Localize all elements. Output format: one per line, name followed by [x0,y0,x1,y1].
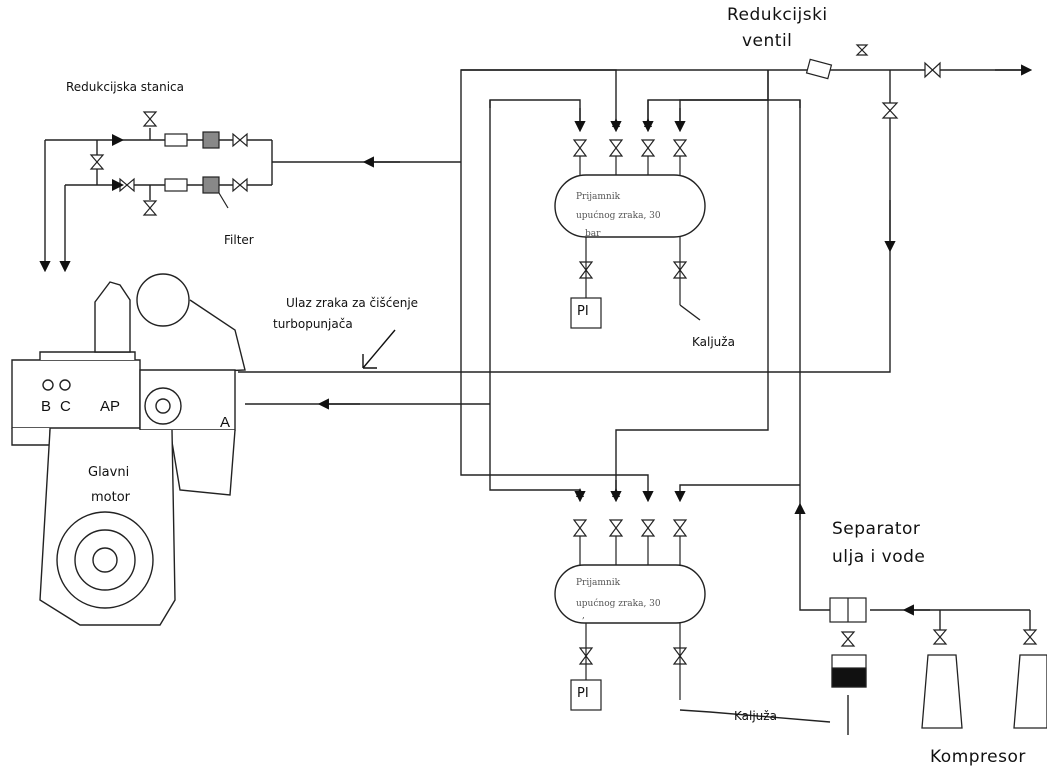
filter-icon [202,176,220,194]
engine-port-ap: AP [100,398,121,415]
cleaning-inlet-label-2: turbopunjača [273,317,353,331]
valve-icon [1022,629,1038,645]
valve-icon [672,139,688,157]
valve-icon [572,519,588,537]
tank-top-label-2: upućnog zraka, 30 [576,211,661,221]
engine-label-2: motor [91,490,131,505]
compressor-1 [921,654,963,729]
pressure-gauge-bottom [570,679,602,711]
cleaning-inlet-label: Ulaz zraka za čišćenje [286,296,419,310]
valve-icon [640,519,656,537]
air-receiver-top [554,174,706,238]
compressor-2 [1013,654,1047,729]
gauge-label-bottom: PI [577,686,589,701]
pressure-gauge-top [570,297,602,329]
gauge-label-top: PI [577,304,589,319]
valve-icon [924,61,941,79]
reduction-valve-label: Redukcijski [727,5,828,25]
reducer-icon [164,178,188,192]
valve-icon [608,139,624,157]
tank-bottom-label-3: , [582,611,585,621]
valve-icon [932,629,948,645]
check-valve-icon [112,134,124,191]
separator-label-2: ulja i vode [832,547,926,567]
reduction-station-label: Redukcijska stanica [66,80,184,94]
valve-icon [232,177,248,193]
reduction-valve-label-2: ventil [742,31,793,51]
tank-top-label-3: bar [585,229,601,239]
valve-icon [640,139,656,157]
valve-icon [840,631,856,647]
engine-port-b: B [41,398,52,415]
valve-icon [89,154,105,170]
engine-port-a: A [220,414,231,431]
reducer-icon [164,133,188,147]
filter-label: Filter [224,233,254,247]
engine-label: Glavni [88,465,130,480]
valve-icon [672,519,688,537]
separator-label: Separator [832,519,921,539]
tank-bottom-label-1: Prijamnik [576,578,621,588]
reduction-valve-icon [805,58,833,80]
main-engine [11,273,246,626]
engine-port-c: C [60,398,71,415]
valve-icon [881,102,899,119]
air-receiver-bottom [554,564,706,624]
bilge-label-bottom: Kaljuža [734,709,777,723]
valve-icon [142,200,158,216]
filter-icon [202,131,220,149]
main-header-pipe [460,69,1030,162]
compressor-label: Kompresor [930,747,1026,767]
valve-icon [608,519,624,537]
valve-icon [572,139,588,157]
valve-icon [232,132,248,148]
valve-icon [855,44,869,56]
tank-top-label-1: Prijamnik [576,192,621,202]
bilge-label-top: Kaljuža [692,335,735,349]
tank-bottom-label-2: upućnog zraka, 30 [576,599,661,609]
valve-icon [142,111,158,127]
